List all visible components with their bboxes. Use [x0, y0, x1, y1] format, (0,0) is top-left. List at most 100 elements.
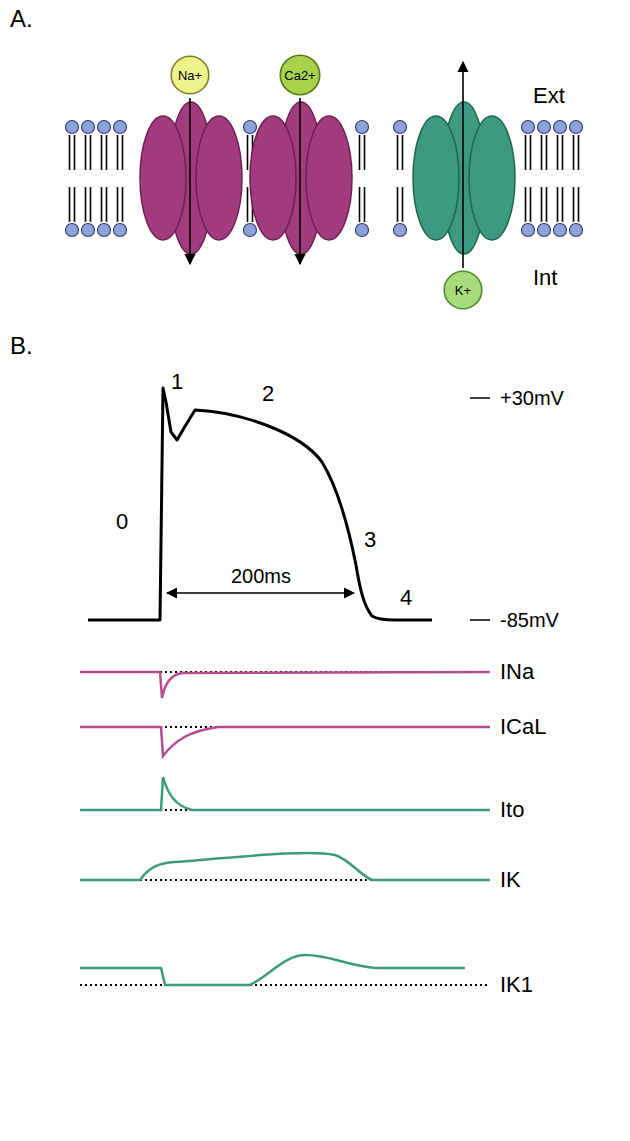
lipid-head [522, 224, 535, 237]
current-label: Ito [500, 798, 524, 822]
lipid-tail [546, 187, 548, 222]
phase-number: 4 [400, 586, 412, 610]
lipid-head [538, 224, 551, 237]
duration-arrow [167, 592, 354, 594]
lipid-tail [573, 135, 575, 170]
transient-outward-trace [80, 777, 490, 810]
lipid-tail [69, 187, 71, 222]
lipid-tail [364, 187, 366, 222]
ion-name: Ca2+ [284, 69, 315, 82]
phase-number: 1 [171, 370, 183, 394]
lipid-tail [562, 187, 564, 222]
lipid-tail [247, 187, 249, 222]
calcium-current-trace [80, 727, 490, 756]
lipid-tail [74, 135, 76, 170]
lipid-tail [90, 187, 92, 222]
lipid-tail [364, 135, 366, 170]
lipid-tail [573, 187, 575, 222]
lipid-tail [402, 135, 404, 170]
lipid-tail [90, 135, 92, 170]
ion-circle-shape [171, 56, 209, 94]
lipid-tail [541, 135, 543, 170]
phase-number: 2 [262, 382, 274, 406]
lipid-tail [397, 187, 399, 222]
phase-number: 0 [116, 510, 128, 534]
sodium-arrow [189, 98, 191, 264]
lipid-tail [117, 135, 119, 170]
current-label: IK [500, 868, 521, 892]
action-potential-trace [88, 388, 432, 620]
lipid-tail [117, 187, 119, 222]
current-label: IK1 [500, 973, 533, 997]
lipid-head [356, 224, 369, 237]
lipid-tail [578, 135, 580, 170]
lipid-tail [402, 187, 404, 222]
lipid-head [244, 121, 257, 134]
lipid-tail [562, 135, 564, 170]
lipid-tail [106, 187, 108, 222]
lipid-tail [101, 135, 103, 170]
lipid-tail [530, 135, 532, 170]
current-label: INa [500, 660, 534, 684]
current-label: ICaL [500, 715, 546, 739]
lipid-head [66, 224, 79, 237]
ion-circle: Na+ [170, 55, 210, 95]
ion-circle-shape [444, 271, 482, 309]
potassium-channel [413, 102, 515, 254]
phase-number: 3 [364, 528, 376, 552]
side-label: Ext [533, 84, 565, 108]
lipid-tail [530, 187, 532, 222]
lipid-head [82, 224, 95, 237]
lipid-tail [359, 187, 361, 222]
lipid-head [114, 121, 127, 134]
lipid-tail [359, 135, 361, 170]
calcium-arrow [299, 98, 301, 264]
lipid-tail [122, 135, 124, 170]
duration-label: 200ms [231, 565, 291, 587]
lipid-head [356, 121, 369, 134]
lipid-head [98, 224, 111, 237]
potassium-arrow [462, 62, 464, 268]
ion-circle-shape [280, 55, 319, 94]
lipid-tail [578, 187, 580, 222]
panel-letter: A. [10, 6, 33, 32]
lipid-head [244, 224, 257, 237]
lipid-head [554, 224, 567, 237]
lipid-head [538, 121, 551, 134]
voltage-label: -85mV [500, 609, 559, 631]
current-baselines [80, 672, 490, 985]
lipid-head [82, 121, 95, 134]
ion-name: Na+ [178, 69, 202, 82]
lipid-tail [74, 187, 76, 222]
lipid-head [570, 121, 583, 134]
lipid-head [570, 224, 583, 237]
lipid-tail [557, 187, 559, 222]
lipid-tail [546, 135, 548, 170]
lipid-tail [541, 187, 543, 222]
sodium-current-trace [80, 672, 490, 698]
lipid-tail [122, 187, 124, 222]
sodium-channel [140, 102, 242, 254]
lipid-head [98, 121, 111, 134]
lipid-head [394, 121, 407, 134]
side-label: Int [533, 266, 557, 290]
lipid-head [114, 224, 127, 237]
lipid-tail [247, 135, 249, 170]
lipid-tail [397, 135, 399, 170]
lipid-tail [557, 135, 559, 170]
lipid-tail [69, 135, 71, 170]
ion-circle: K+ [443, 270, 483, 310]
panel-letter: B. [10, 333, 33, 359]
inward-rectifier-trace [80, 955, 465, 985]
lipid-tail [525, 135, 527, 170]
ion-circle: Ca2+ [279, 54, 321, 96]
lipid-tail [525, 187, 527, 222]
ion-name: K+ [455, 284, 471, 297]
lipid-tail [85, 135, 87, 170]
lipid-head [66, 121, 79, 134]
tick-mark [470, 619, 490, 621]
lipid-head [522, 121, 535, 134]
calcium-channel [250, 102, 352, 254]
tick-mark [470, 397, 490, 399]
